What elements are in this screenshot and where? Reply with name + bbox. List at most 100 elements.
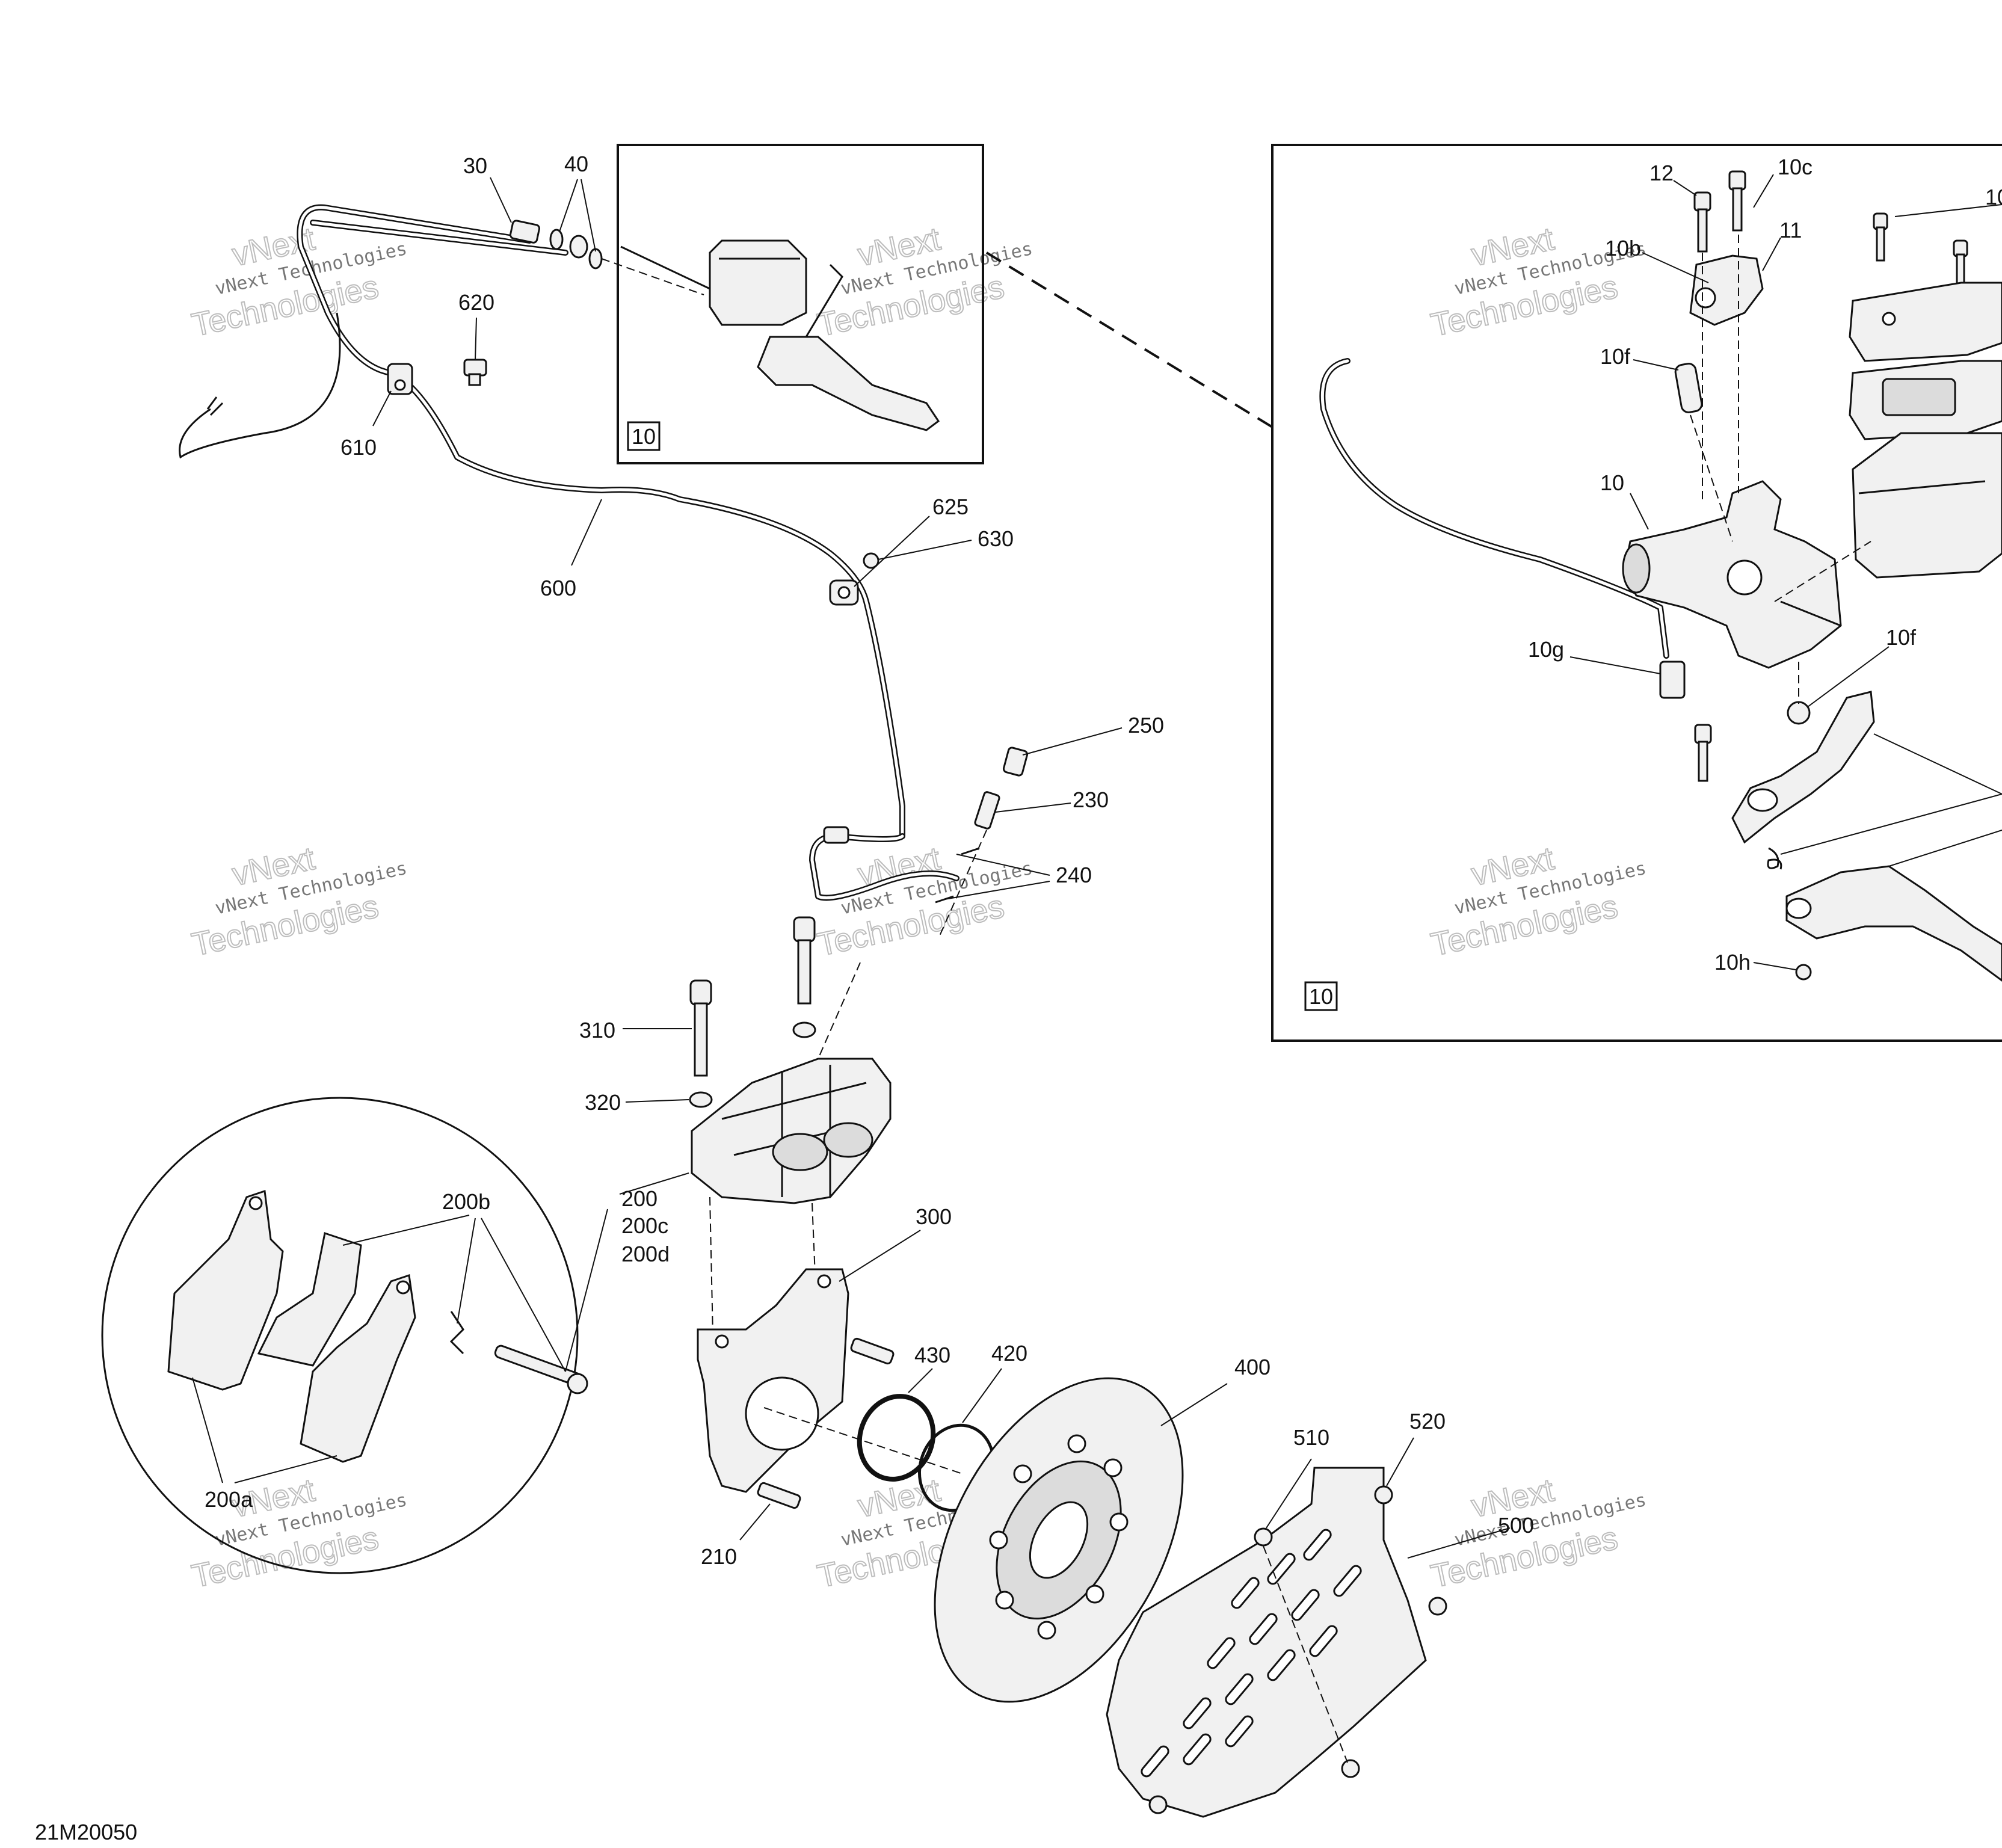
callout-10c: 10c [1778, 155, 1813, 179]
nut-520 [1428, 1597, 1447, 1616]
switch-connector [1002, 747, 1029, 777]
nut-520 [1148, 1795, 1168, 1814]
banjo-bolt [509, 220, 540, 244]
callout-420: 420 [991, 1341, 1027, 1366]
callout-200b: 200b [442, 1189, 490, 1214]
callout-400: 400 [1234, 1355, 1270, 1379]
brake-lever [1785, 865, 2002, 982]
cap-hole [1882, 312, 1896, 326]
caliper-bolt-head [793, 916, 816, 943]
watermark: vNext vNext Technologies Technologies [1428, 220, 1648, 344]
hose-clamp-hole [394, 379, 406, 391]
upper-hose [297, 204, 905, 839]
pad-hole [396, 1280, 410, 1295]
disc-center-bore [1029, 1501, 1089, 1579]
banjo-hose-core [311, 221, 567, 254]
pad-clip [449, 1311, 464, 1355]
nut-520 [1341, 1759, 1360, 1778]
caliper-piston [772, 1133, 828, 1171]
brake-light-switch [1659, 661, 1686, 699]
callout-250: 250 [1128, 713, 1164, 738]
callout-200d: 200d [621, 1242, 670, 1266]
switch-wire-10g [1319, 358, 1669, 659]
reservoir-cap [1849, 282, 2002, 362]
diaphragm-center [1882, 378, 1956, 416]
callout-500: 500 [1498, 1513, 1534, 1538]
hose-guide-hole [837, 586, 851, 599]
master-cylinder-inset: 10 [617, 144, 984, 464]
callout-40: 40 [564, 152, 588, 176]
drawing-id: 21M20050 [35, 1820, 137, 1844]
skid-plate-500 [1106, 1467, 1427, 1818]
callout-240: 240 [1056, 863, 1092, 887]
inset-connector [985, 251, 1274, 428]
pad-hole [248, 1196, 263, 1210]
leader-lines [192, 174, 2002, 1559]
callout-12: 12 [1649, 161, 1674, 185]
callout-10f-top: 10f [1600, 344, 1631, 369]
skid-plate-group [1106, 1467, 1447, 1818]
caliper-bolt-310-head [689, 979, 712, 1006]
pivot-pin-10f [1674, 363, 1703, 413]
watermark: vNext vNext Technologies Technologies [1428, 840, 1648, 964]
brake-disc-group [934, 1377, 1184, 1703]
bolt-620 [463, 359, 487, 386]
callout-10g: 10g [1528, 637, 1564, 662]
bolt-head [463, 359, 487, 377]
clamp-bore [1695, 287, 1716, 309]
banjo-bolt-group [509, 220, 704, 295]
brake-pad-detail [101, 1097, 588, 1574]
inset-tag-box [1304, 981, 1338, 1011]
bolt-shank [468, 373, 481, 386]
hose-ferrule [823, 826, 849, 844]
bracket-hole [715, 1334, 729, 1349]
detail-circle [101, 1097, 579, 1574]
screw-12-shank [1697, 208, 1708, 253]
brake-hose-assembly [179, 204, 959, 901]
assembly-axis [1690, 414, 1733, 542]
upper-hose-core [298, 206, 904, 838]
lever-screw-shank [1698, 741, 1708, 782]
callout-230: 230 [1073, 787, 1109, 812]
callout-11: 11 [1779, 218, 1802, 242]
screw-12 [1693, 191, 1711, 212]
callout-630: 630 [978, 526, 1014, 551]
lever-spring [1767, 847, 1782, 870]
assembly-axis [1774, 541, 1871, 602]
assembly-axis [812, 1203, 816, 1276]
watermark: vNext vNext Technologies Technologies [188, 220, 409, 344]
assembly-axis [709, 1197, 713, 1336]
sealing-washer [549, 229, 564, 250]
pad-spring-200b [257, 1232, 362, 1367]
inset-tag-label: 10 [1309, 984, 1333, 1009]
callout-30: 30 [463, 153, 487, 178]
callout-520: 520 [1409, 1409, 1446, 1434]
screw-510 [1254, 1527, 1273, 1547]
caliper-bracket-group [697, 1268, 996, 1512]
assembly-axis [818, 962, 861, 1059]
nut-630 [863, 552, 879, 569]
callout-10: 10 [1600, 470, 1624, 495]
callout-10b: 10b [1605, 236, 1641, 260]
wire-end [206, 396, 224, 416]
brake-pressure-switch [974, 791, 1000, 830]
brake-switch-group [935, 747, 1029, 939]
hose-clamp [387, 363, 413, 395]
nut-520 [1374, 1485, 1393, 1505]
reservoir-screw-shank [1876, 226, 1885, 262]
brake-caliper-group [689, 916, 892, 1336]
brake-caliper-200 [691, 1058, 892, 1204]
lower-hose-core [810, 834, 958, 899]
pad-pin-head [567, 1373, 588, 1394]
brake-light-wire [179, 312, 341, 459]
screw-10c-shank [1732, 187, 1743, 232]
callout-625: 625 [932, 494, 969, 519]
e-clip-10h [1795, 964, 1812, 981]
callout-200a: 200a [205, 1487, 253, 1512]
caliper-bolt-310-shank [694, 1002, 708, 1077]
bracket-bolt-210 [757, 1482, 801, 1509]
switch-wire-core [1320, 359, 1668, 658]
o-ring-430 [857, 1394, 936, 1482]
watermark: vNext vNext Technologies Technologies [188, 1471, 409, 1595]
